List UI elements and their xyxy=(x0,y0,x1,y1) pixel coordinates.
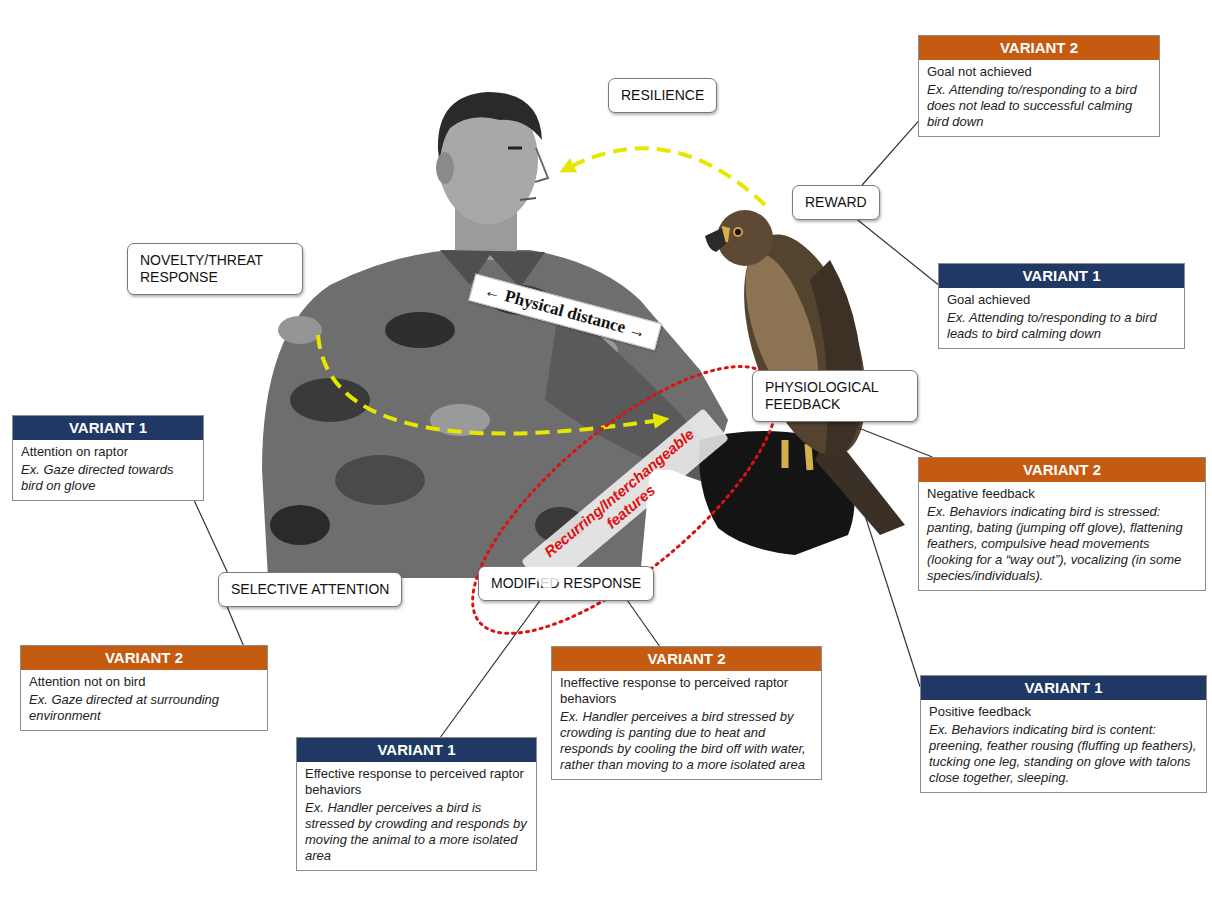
variant-box: VARIANT 1Positive feedbackEx. Behaviors … xyxy=(920,675,1207,793)
concept-label: NOVELTY/THREAT RESPONSE xyxy=(140,252,290,286)
variant-description: Goal achieved xyxy=(939,288,1184,308)
variant-heading: VARIANT 1 xyxy=(297,738,536,762)
raptor-chest xyxy=(731,245,834,414)
raptor-eye-ring xyxy=(733,227,743,237)
handler-hair xyxy=(438,92,542,160)
leader-line xyxy=(858,220,938,285)
variant-description: Ineffective response to perceived raptor… xyxy=(552,671,821,707)
concept-box: NOVELTY/THREAT RESPONSE xyxy=(127,243,303,295)
raptor-wing xyxy=(810,260,862,458)
variant-heading: VARIANT 2 xyxy=(919,458,1205,482)
variant-box: VARIANT 2Negative feedbackEx. Behaviors … xyxy=(918,457,1206,591)
variant-example: Ex. Attending to/responding to a bird do… xyxy=(919,80,1159,130)
leader-line xyxy=(835,422,920,687)
concept-label: RESILIENCE xyxy=(621,87,704,104)
variant-heading: VARIANT 1 xyxy=(921,676,1206,700)
variant-description: Positive feedback xyxy=(921,700,1206,720)
variant-example: Ex. Handler perceives a bird is stressed… xyxy=(297,798,536,864)
variant-example: Ex. Attending to/responding to a bird le… xyxy=(939,308,1184,342)
raptor-leg xyxy=(808,444,810,470)
raptor-beak xyxy=(705,228,726,252)
camo-patch xyxy=(385,312,455,348)
camo-patch xyxy=(278,316,322,344)
variant-box: VARIANT 2Ineffective response to perceiv… xyxy=(551,646,822,780)
leader-line xyxy=(194,501,227,572)
variant-heading: VARIANT 2 xyxy=(21,646,267,670)
features-label: Recurring/Interchangeable features xyxy=(521,408,729,592)
concept-label: PHYSIOLOGICAL FEEDBACK xyxy=(765,379,905,413)
variant-example: Ex. Handler perceives a bird stressed by… xyxy=(552,707,821,773)
variant-box: VARIANT 1Goal achievedEx. Attending to/r… xyxy=(938,263,1185,349)
variant-example: Ex. Gaze directed towards bird on glove xyxy=(13,460,203,494)
variant-description: Goal not achieved xyxy=(919,60,1159,80)
variant-description: Effective response to perceived raptor b… xyxy=(297,762,536,798)
camo-patch xyxy=(335,455,425,505)
leader-line xyxy=(843,422,932,457)
handler-mouth xyxy=(520,198,536,200)
leader-line xyxy=(441,601,540,737)
handler-collar xyxy=(440,250,545,288)
variant-example: Ex. Behaviors indicating bird is stresse… xyxy=(919,502,1205,584)
resilience-arrow xyxy=(568,148,765,205)
variant-description: Attention not on bird xyxy=(21,670,267,690)
concept-label: SELECTIVE ATTENTION xyxy=(231,581,389,598)
variant-heading: VARIANT 2 xyxy=(552,647,821,671)
variant-box: VARIANT 1Attention on raptorEx. Gaze dir… xyxy=(12,415,204,501)
variant-description: Negative feedback xyxy=(919,482,1205,502)
threat-arrow xyxy=(318,335,660,434)
leader-line xyxy=(628,601,660,646)
distance-label: ← Physical distance → xyxy=(468,274,661,351)
concept-box: REWARD xyxy=(792,185,880,220)
camo-patch xyxy=(490,285,550,315)
variant-heading: VARIANT 1 xyxy=(939,264,1184,288)
concept-box: RESILIENCE xyxy=(608,78,717,113)
recurring-loop xyxy=(434,324,815,676)
variant-description: Attention on raptor xyxy=(13,440,203,460)
concept-box: PHYSIOLOGICAL FEEDBACK xyxy=(752,370,918,422)
raptor-head xyxy=(717,210,773,266)
handler-eye xyxy=(508,147,522,150)
variant-example: Ex. Gaze directed at surrounding environ… xyxy=(21,690,267,724)
leader-line xyxy=(862,122,918,185)
camo-patch xyxy=(270,505,330,545)
concept-label: MODIFIED RESPONSE xyxy=(491,575,641,592)
variant-box: VARIANT 2Goal not achievedEx. Attending … xyxy=(918,35,1160,137)
handler-torso xyxy=(262,250,728,578)
concept-box: MODIFIED RESPONSE xyxy=(478,566,654,601)
handler-ear xyxy=(436,152,454,184)
variant-heading: VARIANT 1 xyxy=(13,416,203,440)
variant-heading: VARIANT 2 xyxy=(919,36,1159,60)
raptor-eye xyxy=(735,229,741,235)
handler-nose xyxy=(535,148,548,182)
leader-line xyxy=(227,607,243,645)
variant-box: VARIANT 1Effective response to perceived… xyxy=(296,737,537,871)
variant-example: Ex. Behaviors indicating bird is content… xyxy=(921,720,1206,786)
variant-box: VARIANT 2Attention not on birdEx. Gaze d… xyxy=(20,645,268,731)
handler-arm xyxy=(545,300,712,485)
camo-patch xyxy=(535,507,585,543)
raptor-leg xyxy=(782,440,789,468)
concept-label: REWARD xyxy=(805,194,867,211)
concept-box: SELECTIVE ATTENTION xyxy=(218,572,402,607)
